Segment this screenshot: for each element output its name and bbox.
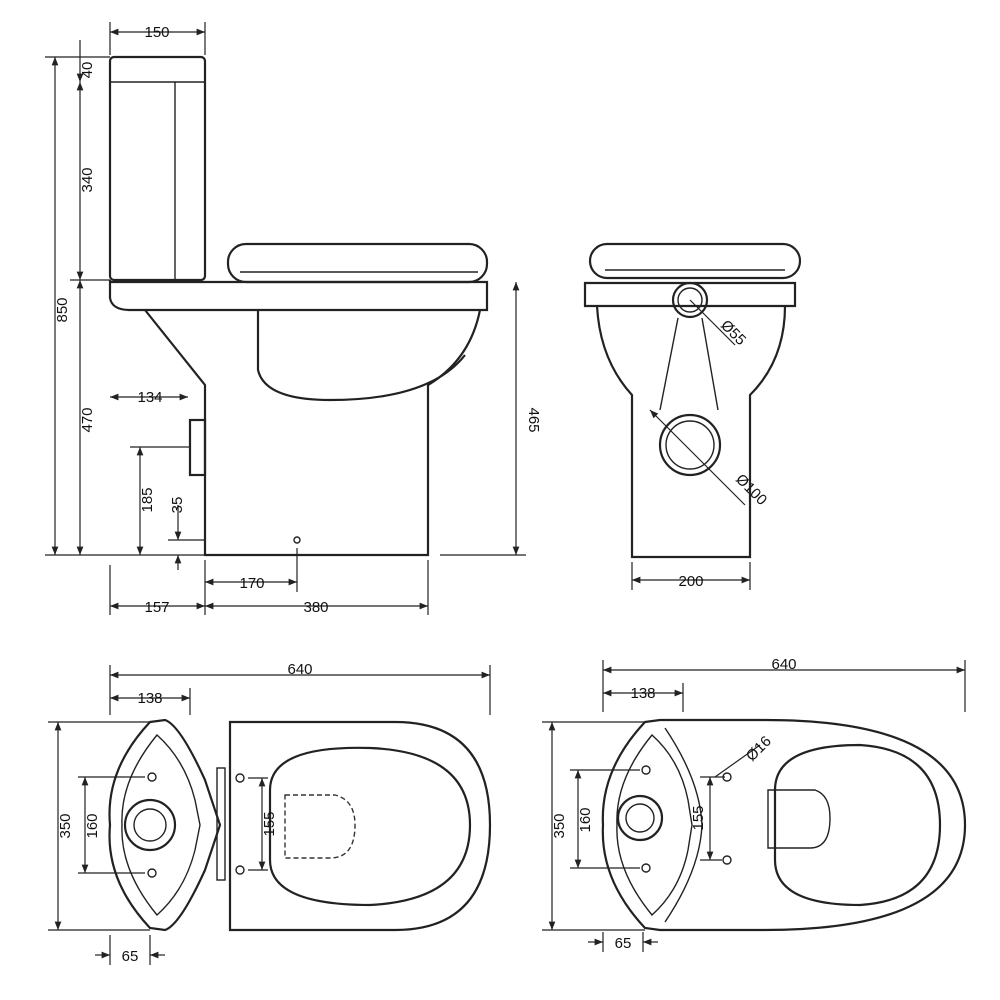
plan-right-dimensions — [542, 660, 966, 952]
dim-total-height: 850 — [54, 297, 71, 322]
dim-left-tank-depth: 138 — [137, 690, 162, 707]
dim-left-width: 350 — [57, 813, 74, 838]
dim-left-offset: 65 — [122, 948, 139, 965]
dim-tank-width: 150 — [144, 24, 169, 41]
dim-pan-height: 470 — [79, 407, 96, 432]
dim-right-fixing-span: 155 — [690, 805, 707, 830]
side-view — [108, 55, 489, 557]
dim-right-tank-depth: 138 — [630, 685, 655, 702]
rear-view — [583, 242, 802, 559]
dim-pan-depth: 380 — [303, 599, 328, 616]
dim-waste: Ø100 — [732, 471, 770, 509]
dim-tank-lid: 40 — [79, 62, 96, 79]
rear-dimensions — [631, 299, 751, 590]
dim-waste-size: 35 — [169, 497, 186, 514]
dim-waste-wall: 134 — [137, 389, 162, 406]
side-dimensions — [45, 22, 526, 615]
dim-tank-height: 340 — [79, 167, 96, 192]
dim-waste-height: 185 — [139, 487, 156, 512]
dim-right-width: 350 — [551, 813, 568, 838]
dim-left-fixing-span: 155 — [261, 811, 278, 836]
dim-right-waste-span: 160 — [577, 807, 594, 832]
plan-left-dimensions — [48, 665, 491, 965]
dim-right-offset: 65 — [615, 935, 632, 952]
dim-fixing-hole: 170 — [239, 575, 264, 592]
dim-pedestal-width: 200 — [678, 573, 703, 590]
plan-view-left — [108, 718, 492, 932]
dim-inlet: Ø55 — [717, 317, 749, 349]
dim-right-length: 640 — [771, 656, 796, 673]
dim-left-waste-span: 160 — [84, 813, 101, 838]
dim-right-fixing-hole: Ø16 — [743, 733, 775, 765]
dim-seat-height: 465 — [525, 407, 542, 432]
dim-wall-to-pan: 157 — [144, 599, 169, 616]
dim-left-length: 640 — [287, 661, 312, 678]
plan-view-right — [601, 718, 967, 932]
